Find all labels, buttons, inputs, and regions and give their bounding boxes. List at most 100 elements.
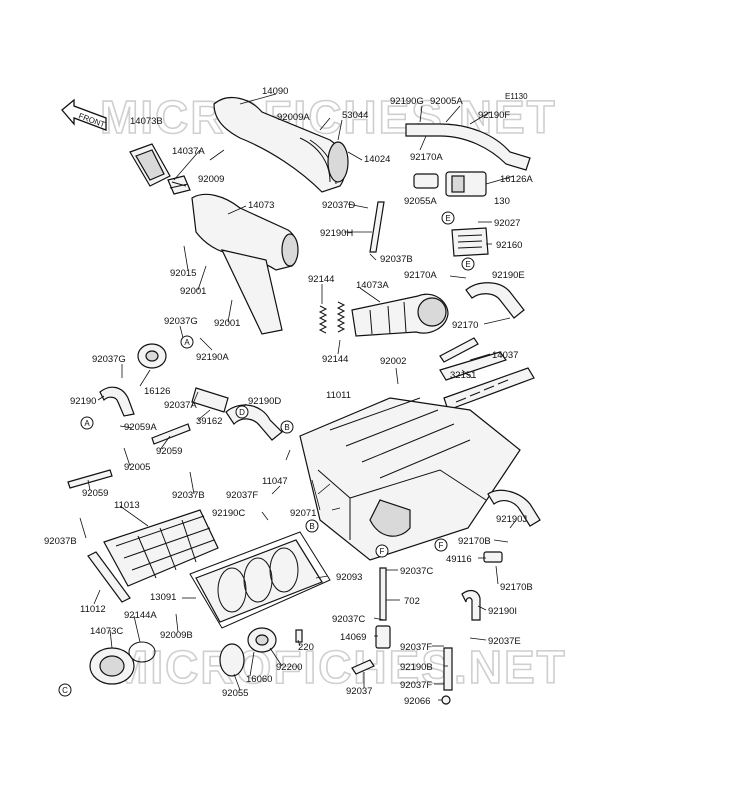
part-label: 11047 [262,476,288,487]
part-label: 92170A [410,152,443,163]
part-label: 16126A [500,174,533,185]
hose-92190e [465,282,525,319]
part-label: 92037F [400,680,432,691]
part-label: 16126 [144,386,170,397]
part-label: 14073C [90,626,123,637]
hose-92190d [225,404,283,441]
svg-text:B: B [284,423,289,432]
part-label: 92037B [172,490,205,501]
part-label: 92001 [214,318,240,329]
part-label: 92144A [124,610,157,621]
strap-92037 [351,659,375,675]
watermark-bottom: MICROFICHES.NET [110,641,567,693]
svg-text:F: F [380,547,385,556]
marker-b-2: B [305,519,319,533]
part-label: 92160 [496,240,522,251]
duct-14073a [351,293,449,337]
svg-text:D: D [239,408,245,417]
part-label: 92190I [488,606,517,617]
part-label: 11011 [326,390,351,401]
part-label: 11012 [80,604,106,615]
part-label: 14073B [130,116,163,127]
part-label: 92001 [180,286,206,297]
part-label: 92190G [390,96,424,107]
part-label: 92059 [82,488,108,499]
diagram-code: E1130 [505,92,528,101]
filter-14069 [375,625,391,649]
part-label: 92037G [164,316,198,327]
funnel-14073c [89,647,135,685]
valve-16126 [137,343,167,369]
part-label: 92055 [222,688,248,699]
marker-f-1: F [375,544,389,558]
svg-text:A: A [84,419,90,428]
svg-text:E: E [465,260,470,269]
part-label: 92190B [400,662,433,673]
part-label: 53044 [342,110,368,121]
part-label: 16060 [246,674,272,685]
filter-element-11013 [103,509,219,587]
svg-text:F: F [439,541,444,550]
strip-11012 [87,551,131,603]
part-label: 92190C [212,508,245,519]
hose-92190j [487,489,541,527]
part-label: 11013 [114,500,140,511]
part-label: 92200 [276,662,302,673]
part-label: 92055A [404,196,437,207]
part-label: 14090 [262,86,288,97]
bracket-32151 [439,337,479,363]
part-label: 92170B [458,536,491,547]
marker-a-1: A [180,335,194,349]
gasket-92055 [219,643,245,677]
part-label: 92190D [248,396,281,407]
part-label: 92037A [164,400,197,411]
marker-b-1: B [280,420,294,434]
hose-92190 [99,386,135,417]
ring-92144a [128,641,156,663]
marker-a-2: A [80,416,94,430]
tube-92059-a [151,423,191,445]
hose-702 [379,567,387,621]
part-label: 92190 [70,396,96,407]
part-label: 92027 [494,218,520,229]
marker-e-2: E [461,257,475,271]
spring-92144-b [336,301,346,333]
spring-92144-a [318,305,328,334]
part-label: 92005A [430,96,463,107]
duct-14090 [213,96,349,193]
part-label: 14069 [340,632,366,643]
part-label: 92144 [308,274,334,285]
bracket-92160 [451,227,489,257]
part-label: 92037C [332,614,365,625]
hose-92190f [405,123,531,171]
cylinder-39162 [191,387,229,413]
part-label: 49116 [446,554,472,565]
frame-13091 [195,539,323,623]
part-label: 92190E [492,270,525,281]
part-label: 92170 [452,320,478,331]
hose-92190i [461,589,481,621]
fitting-49116 [483,551,503,563]
part-label: 92190H [320,228,353,239]
part-label: 92190F [478,110,510,121]
part-label: 92037F [226,490,258,501]
part-label: 92015 [170,268,196,279]
part-label: 92009 [198,174,224,185]
clamp-16060 [247,627,277,653]
part-label: 14037 [492,350,518,361]
marker-f-2: F [434,538,448,552]
part-label: 14073A [356,280,389,291]
part-label: 14073 [248,200,274,211]
part-label: 92005 [124,462,150,473]
part-label: 92037G [92,354,126,365]
part-label: 702 [404,596,420,607]
pipe-92190h [369,201,385,253]
part-label: 39162 [196,416,222,427]
tube-14037 [439,351,535,411]
marker-d-1: D [235,405,249,419]
airbox-11011 [299,397,521,561]
part-label: 92170B [500,582,533,593]
part-label: 92037C [400,566,433,577]
clip-92066 [441,695,451,705]
